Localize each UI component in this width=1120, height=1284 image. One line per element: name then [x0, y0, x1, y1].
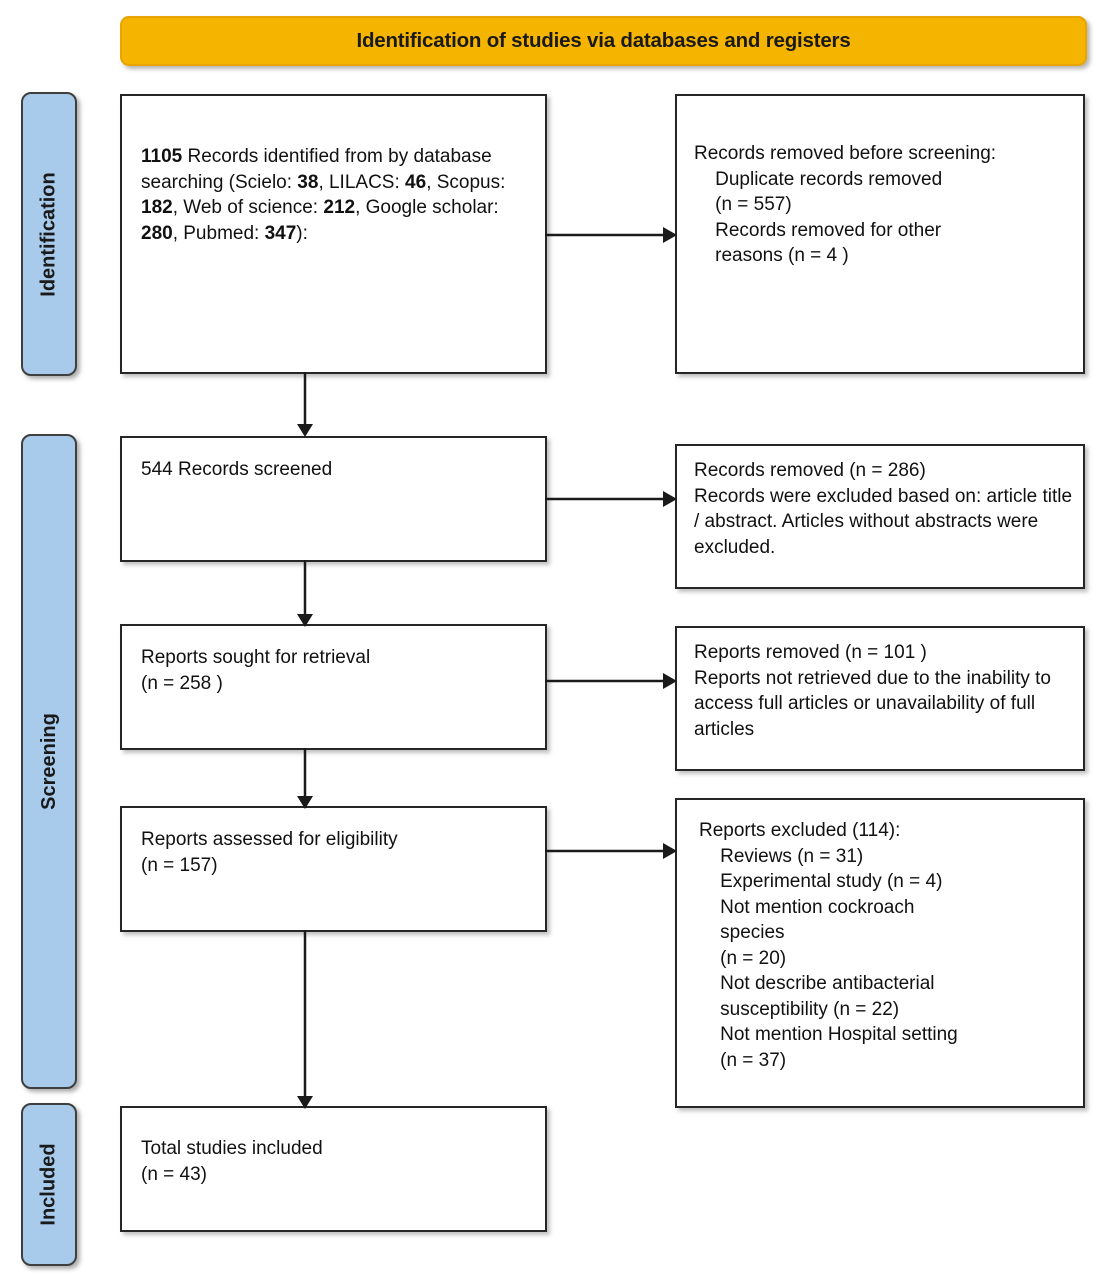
arrow-identified-to-screened — [294, 372, 316, 438]
arrow-assessed-to-included — [294, 930, 316, 1110]
stage-label-identification: Identification — [21, 92, 77, 376]
box-reports-assessed-for-eligibility-text: Reports assessed for eligibility (n = 15… — [141, 829, 398, 876]
arrow-sought-to-reports-removed — [545, 671, 679, 691]
box-records-screened-text: 544 Records screened — [141, 459, 333, 480]
box-reports-assessed-for-eligibility: Reports assessed for eligibility (n = 15… — [120, 806, 547, 932]
box-total-studies-included: Total studies included (n = 43) — [120, 1106, 547, 1232]
stage-label-screening-text: Screening — [37, 713, 60, 810]
box-reports-removed-text: Reports removed (n = 101 ) Reports not r… — [694, 642, 1051, 740]
box-records-removed-before-screening-text: Records removed before screening: Duplic… — [694, 143, 997, 266]
box-records-screened: 544 Records screened — [120, 436, 547, 562]
box-reports-sought-for-retrieval-text: Reports sought for retrieval (n = 258 ) — [141, 647, 371, 694]
box-records-identified-text: 1105 Records identified from by database… — [141, 146, 511, 244]
arrow-screened-to-removed — [545, 489, 679, 509]
box-reports-excluded: Reports excluded (114): Reviews (n = 31)… — [675, 798, 1085, 1108]
stage-label-screening: Screening — [21, 434, 77, 1089]
arrow-assessed-to-excluded — [545, 841, 679, 861]
box-reports-sought-for-retrieval: Reports sought for retrieval (n = 258 ) — [120, 624, 547, 750]
stage-label-included: Included — [21, 1103, 77, 1266]
stage-label-included-text: Included — [37, 1143, 60, 1226]
box-records-removed-before-screening: Records removed before screening: Duplic… — [675, 94, 1085, 374]
stage-label-identification-text: Identification — [37, 171, 60, 297]
arrow-identified-to-removed-before — [545, 225, 679, 245]
box-records-identified: 1105 Records identified from by database… — [120, 94, 547, 374]
arrow-sought-to-assessed — [294, 748, 316, 810]
arrow-screened-to-sought — [294, 560, 316, 628]
box-reports-excluded-text: Reports excluded (114): Reviews (n = 31)… — [699, 820, 958, 1071]
diagram-header-banner: Identification of studies via databases … — [120, 16, 1087, 66]
box-records-removed-screening: Records removed (n = 286) Records were e… — [675, 444, 1085, 589]
diagram-header-title: Identification of studies via databases … — [356, 29, 851, 52]
box-total-studies-included-text: Total studies included (n = 43) — [141, 1138, 323, 1185]
box-reports-removed: Reports removed (n = 101 ) Reports not r… — [675, 626, 1085, 771]
box-records-removed-screening-text: Records removed (n = 286) Records were e… — [694, 460, 1073, 558]
